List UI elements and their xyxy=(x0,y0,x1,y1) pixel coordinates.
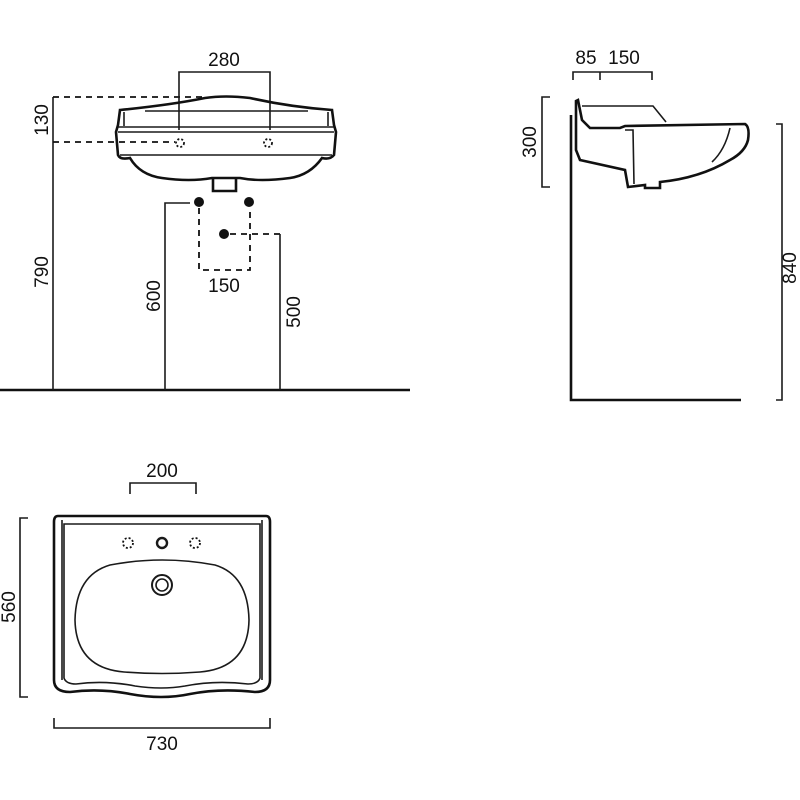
dim-300: 300 xyxy=(520,126,541,158)
dim-730: 730 xyxy=(146,734,178,755)
supply-point-icon xyxy=(244,197,254,207)
dimension-bracket-150 xyxy=(198,208,251,271)
drain-inner-icon xyxy=(155,578,169,592)
dim-150-side: 150 xyxy=(608,48,640,69)
dim-200: 200 xyxy=(146,461,178,482)
basin-front xyxy=(114,95,338,193)
tap-hole-icon xyxy=(175,138,185,148)
dimension-bracket-840 xyxy=(776,123,783,401)
dimension-bracket-85-150 xyxy=(572,71,653,80)
dim-85: 85 xyxy=(575,48,596,69)
dimension-bracket-730 xyxy=(53,718,271,729)
dim-500: 500 xyxy=(284,296,305,328)
dim-560: 560 xyxy=(0,591,20,623)
dim-840: 840 xyxy=(780,252,800,284)
tap-hole-icon xyxy=(122,537,134,549)
bowl-outline xyxy=(74,559,250,675)
dim-150: 150 xyxy=(208,276,240,297)
dim-790: 790 xyxy=(32,256,53,288)
wall-and-floor xyxy=(569,115,741,402)
dim-280: 280 xyxy=(208,50,240,71)
top-view: 200 560 730 xyxy=(0,461,272,755)
dimension-bracket-300 xyxy=(541,96,550,188)
drain-icon xyxy=(151,574,173,596)
dim-600: 600 xyxy=(144,280,165,312)
dimension-line-600 xyxy=(164,202,190,390)
basin-side xyxy=(574,98,750,190)
tap-hole-icon xyxy=(155,536,169,550)
tap-hole-icon xyxy=(263,138,273,148)
dimension-bracket-560 xyxy=(19,517,28,698)
dim-130: 130 xyxy=(32,104,53,136)
front-view: 130 790 280 150 600 500 xyxy=(0,50,410,392)
side-view: 85 150 300 840 xyxy=(520,48,800,402)
tap-hole-icon xyxy=(189,537,201,549)
dimension-bracket-200 xyxy=(129,482,197,494)
waste-point-icon xyxy=(219,229,229,239)
supply-point-icon xyxy=(194,197,204,207)
basin-top xyxy=(52,514,272,699)
